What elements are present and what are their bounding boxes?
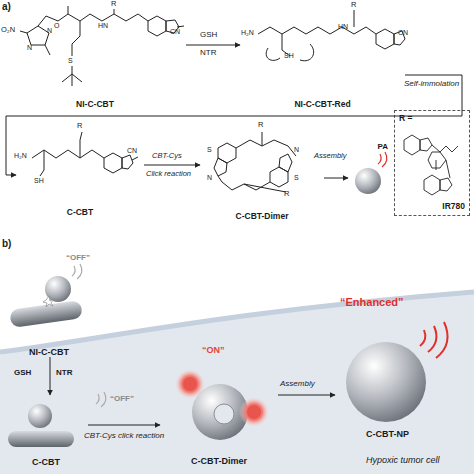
compound-structure: C-CBT [16, 122, 144, 218]
annotation-label: H₂N [14, 152, 27, 160]
compound-structure: NI-C-CBT [4, 12, 186, 110]
molecule-skeleton [214, 132, 296, 192]
arrow-label: Assembly [280, 380, 315, 389]
quencher-star [43, 296, 54, 307]
compound-structure: NI-C-CBT-Red [240, 12, 405, 110]
reaction-arrow [50, 357, 51, 395]
annotation-label: Click reaction [146, 170, 191, 178]
reaction-arrow [278, 395, 335, 396]
compound-structure: C-CBT-Dimer [200, 118, 324, 222]
annotation-label: CN [398, 29, 408, 37]
annotation-label: N [294, 146, 299, 154]
node-label: C-CBT [16, 208, 144, 218]
annotation-label: “OFF” [66, 254, 90, 263]
arrow-label: GSH [200, 31, 217, 40]
nanoparticle-sphere [355, 168, 381, 194]
annotation-label: O [54, 22, 59, 30]
annotation-label: CN [170, 28, 180, 36]
annotation-label: CN [127, 147, 137, 155]
arrow-label: CBT-Cys [152, 152, 182, 160]
on-dye-sphere [183, 377, 197, 391]
molecule-skeleton [20, 6, 184, 86]
annotation-label: S [68, 57, 73, 65]
off-signal-waves [72, 264, 82, 279]
annotation-label: “ON” [202, 346, 225, 356]
tumor-cell-region [0, 292, 474, 474]
annotation-label: R [111, 0, 116, 8]
annotation-label: N [27, 44, 32, 52]
node-label: NI-C-CBT-Red [240, 100, 405, 110]
annotation-label: S [294, 174, 299, 182]
dimer-node: C-CBT-Dimer [160, 362, 278, 466]
reaction-arrow [324, 178, 348, 179]
annotation-label: R [351, 1, 356, 9]
annotation-label: NTR [200, 49, 216, 58]
on-dye-sphere [247, 405, 261, 419]
node-label: PA [348, 142, 388, 151]
annotation-label: N [207, 174, 212, 182]
nanoparticle-sphere [346, 342, 426, 422]
annotation-label: R [258, 121, 263, 129]
node-label: NI-C-CBT [4, 100, 186, 110]
off-signal-waves [96, 392, 106, 407]
annotation-label: a) [2, 1, 11, 12]
annotation-label: HN [338, 23, 348, 31]
annotation-label: SH [34, 177, 44, 185]
molecule-skeleton [32, 132, 138, 176]
node-label: R = [399, 114, 465, 124]
node-label: C-CBT [4, 457, 88, 467]
probe-rod [9, 300, 83, 328]
annotation-label: Hypoxic tumor cell [366, 456, 440, 466]
ir780-structure [404, 135, 458, 195]
annotation-label: S [207, 146, 212, 154]
substituent-box: R = IR780 [394, 110, 470, 216]
enhanced-signal-waves [420, 322, 448, 358]
annotation-label: R [284, 190, 289, 198]
annotation-label: “OFF” [110, 395, 134, 404]
node-label: C-CBT-NP [335, 429, 440, 439]
node-label: IR780 [399, 202, 465, 212]
probe-rod [8, 431, 74, 447]
reaction-arrow [88, 425, 160, 426]
annotation-label: HN [98, 22, 108, 30]
on-dye-glow [175, 369, 205, 399]
arrow-label: Assembly [314, 152, 347, 160]
arrow-label: CBT-Cys click reaction [84, 432, 164, 441]
annotation-label: b) [2, 238, 11, 249]
on-dye-glow [239, 397, 269, 427]
dimer-hole [214, 404, 234, 424]
probe-node: C-CBT [4, 395, 88, 467]
arrow-label: GSH [14, 369, 31, 378]
probe-node: NI-C-CBT [4, 262, 94, 357]
node-label: C-CBT-Dimer [200, 212, 324, 222]
nanoparticle-node: PA [348, 142, 388, 197]
annotation-label: R [77, 122, 82, 130]
node-label: NI-C-CBT [4, 347, 94, 357]
annotation-label: N [47, 27, 52, 35]
annotation-label: “Enhanced” [340, 296, 404, 308]
annotation-label: NTR [56, 369, 72, 378]
pa-signal-waves [378, 152, 387, 167]
annotation-label: H₂N [241, 29, 254, 37]
arrow-label: Self-immolation [404, 80, 459, 89]
cell-membrane [0, 292, 474, 352]
nanoparticle-node: C-CBT-NP [335, 322, 440, 439]
molecule-skeleton [258, 10, 405, 61]
annotation-label: SH [284, 52, 294, 60]
reaction-arrow [144, 165, 200, 166]
node-label: C-CBT-Dimer [160, 456, 278, 466]
reaction-arrow [186, 45, 240, 46]
dye-sphere [28, 404, 52, 428]
annotation-label: O₂N [1, 26, 15, 34]
